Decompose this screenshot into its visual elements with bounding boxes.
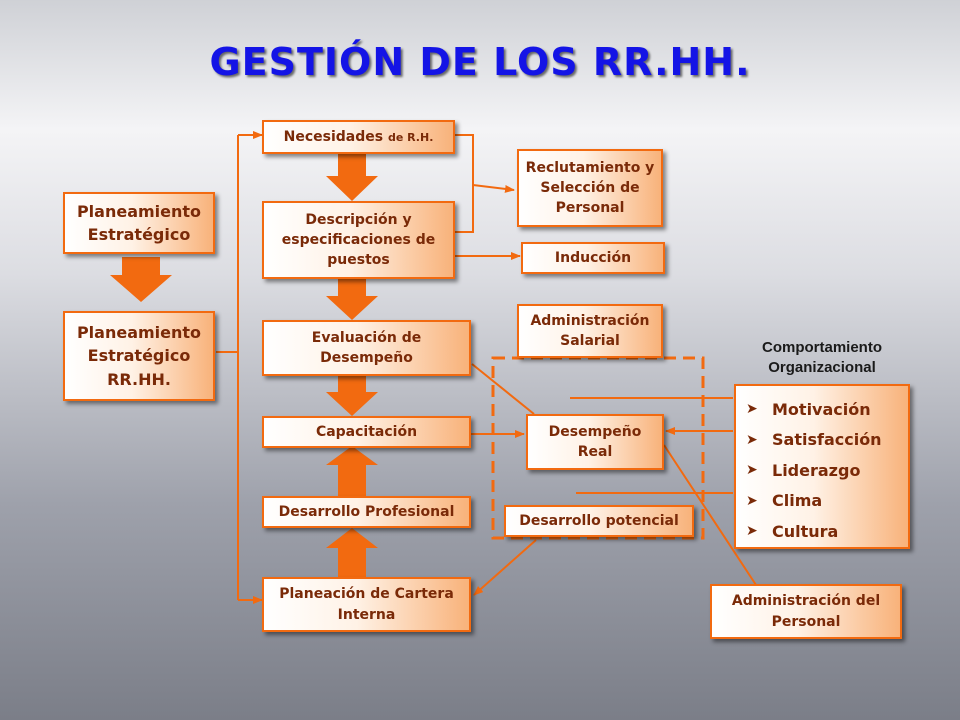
box-planeamiento-rrhh-line3: RR.HH. [107, 369, 171, 389]
arrow-up-2 [326, 528, 378, 577]
comportamiento-title-line2: Organizacional [768, 359, 876, 377]
box-descripcion: Descripción y especificaciones de puesto… [262, 201, 455, 279]
arrow-bullet-icon: ➤ [746, 523, 758, 540]
list-item-liderazgo: ➤ Liderazgo [746, 455, 908, 486]
box-induccion: Inducción [521, 242, 665, 274]
list-item-label: Satisfacción [772, 430, 882, 450]
arrow-bullet-icon: ➤ [746, 492, 758, 509]
necesidades-bracket [455, 134, 474, 233]
box-planeacion-cartera-label: Planeación de Cartera Interna [279, 586, 454, 623]
arrow-down-2 [326, 279, 378, 320]
box-reclutamiento: Reclutamiento y Selección de Personal [517, 149, 663, 227]
list-item-motivacion: ➤ Motivación [746, 394, 908, 425]
box-evaluacion-label: Evaluación de Desempeño [311, 329, 422, 366]
comportamiento-list: ➤ Motivación ➤ Satisfacción ➤ Liderazgo … [734, 384, 910, 549]
box-desarrollo-potencial: Desarrollo potencial [504, 505, 694, 537]
dashed-region [491, 356, 705, 540]
box-administracion-salarial: Administración Salarial [517, 304, 663, 358]
list-item-cultura: ➤ Cultura [746, 516, 908, 547]
evaluacion-to-desempeno [471, 363, 535, 415]
list-item-label: Liderazgo [772, 460, 861, 480]
arrow-up-1 [326, 446, 378, 496]
box-administracion-salarial-label: Administración Salarial [530, 312, 650, 349]
potencial-to-cartera [473, 539, 537, 596]
arrow-down-1 [326, 154, 378, 201]
box-necesidades-label: Necesidades de R.H. [283, 128, 434, 145]
list-item-satisfaccion: ➤ Satisfacción [746, 425, 908, 456]
box-desarrollo-profesional-label: Desarrollo Profesional [278, 503, 455, 520]
comportamiento-title-line1: Comportamiento [762, 339, 882, 356]
desempeno-to-admin-personal [663, 444, 759, 589]
box-reclutamiento-label: Reclutamiento y Selección de Personal [525, 159, 655, 217]
list-item-label: Cultura [772, 521, 839, 541]
arrow-bullet-icon: ➤ [746, 462, 758, 479]
box-desempeno-real: Desempeño Real [526, 414, 664, 470]
list-item-clima: ➤ Clima [746, 486, 908, 517]
box-evaluacion: Evaluación de Desempeño [262, 320, 471, 376]
box-planeamiento-rrhh-line2: Estratégico [87, 346, 191, 366]
box-planeacion-cartera: Planeación de Cartera Interna [262, 577, 471, 632]
box-descripcion-label: Descripción y especificaciones de puesto… [281, 211, 436, 269]
to-reclutamiento [472, 184, 515, 193]
box-necesidades: Necesidades de R.H. [262, 120, 455, 154]
arrow-bullet-icon: ➤ [746, 431, 758, 448]
box-induccion-label: Inducción [554, 249, 632, 266]
comportamiento-title: Comportamiento Organizacional [712, 338, 932, 379]
list-item-label: Motivación [772, 399, 871, 419]
list-item-label: Clima [772, 491, 823, 511]
box-desarrollo-profesional: Desarrollo Profesional [262, 496, 471, 528]
box-desempeno-real-label: Desempeño Real [548, 423, 642, 460]
box-planeamiento-estrategico-label: Planeamiento Estratégico [76, 201, 202, 244]
arrow-down-3 [326, 376, 378, 416]
box-administracion-personal-label: Administración del Personal [731, 593, 881, 630]
box-desarrollo-potencial-label: Desarrollo potencial [519, 512, 679, 529]
box-administracion-personal: Administración del Personal [710, 584, 902, 639]
box-planeamiento-rrhh-line1: Planeamiento [76, 323, 202, 343]
page-title: GESTIÓN DE LOS RR.HH. [209, 40, 751, 84]
box-capacitacion-label: Capacitación [315, 423, 418, 440]
arrow-bullet-icon: ➤ [746, 401, 758, 418]
box-planeamiento-rrhh: Planeamiento Estratégico RR.HH. [63, 311, 215, 401]
box-planeamiento-estrategico: Planeamiento Estratégico [63, 192, 215, 254]
box-capacitacion: Capacitación [262, 416, 471, 448]
arrow-down-planeamiento [110, 257, 172, 302]
